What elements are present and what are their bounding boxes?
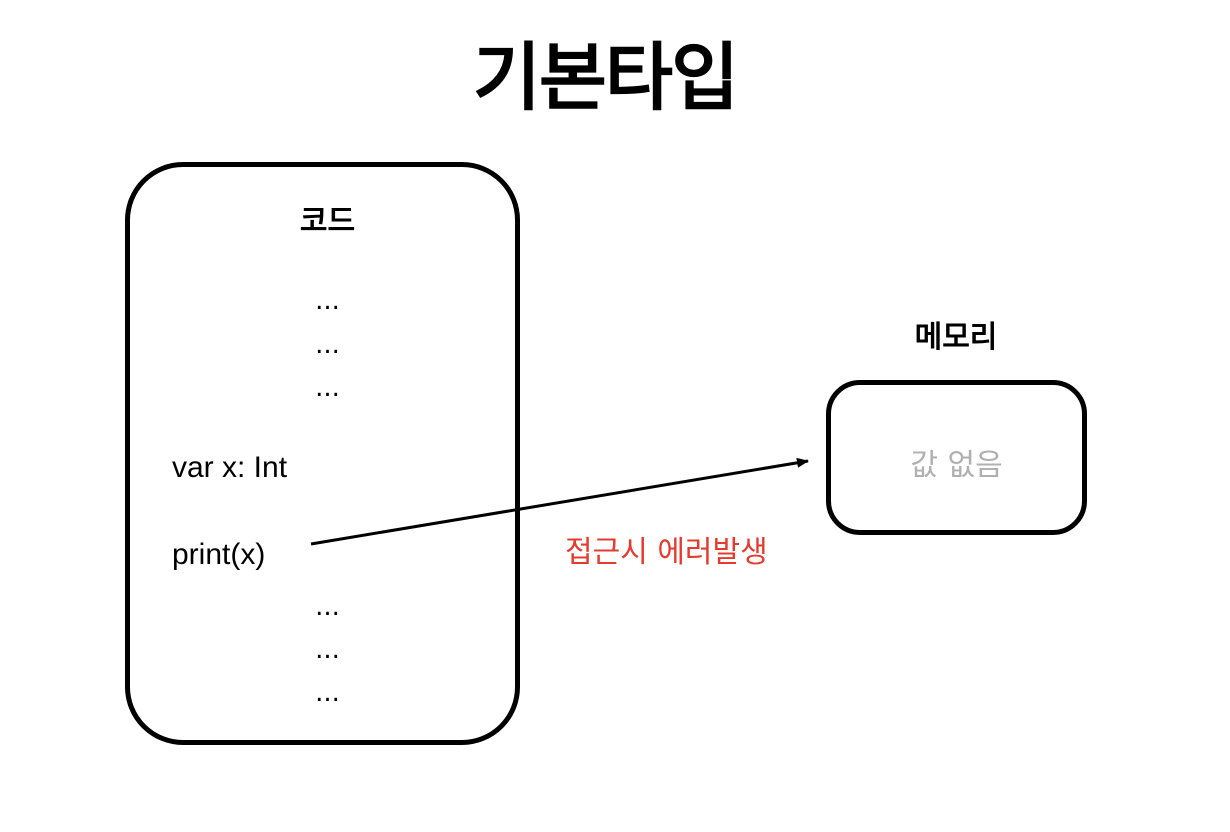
memory-box-label: 메모리	[914, 320, 998, 355]
access-error-label: 접근시 에러발생	[565, 535, 768, 570]
code-ellipsis: ...	[315, 678, 340, 708]
code-ellipsis: ...	[315, 592, 340, 622]
memory-value: 값 없음	[910, 448, 1003, 483]
memory-box	[826, 380, 1087, 535]
code-ellipsis: ...	[315, 286, 340, 316]
print-call-line: print(x)	[172, 538, 266, 571]
code-ellipsis: ...	[315, 635, 340, 665]
code-ellipsis: ...	[315, 330, 340, 360]
code-box-label: 코드	[299, 204, 356, 239]
code-box	[125, 162, 520, 745]
variable-declaration-line: var x: Int	[172, 451, 288, 484]
diagram-title: 기본타입	[472, 35, 739, 121]
code-ellipsis: ...	[315, 373, 340, 403]
